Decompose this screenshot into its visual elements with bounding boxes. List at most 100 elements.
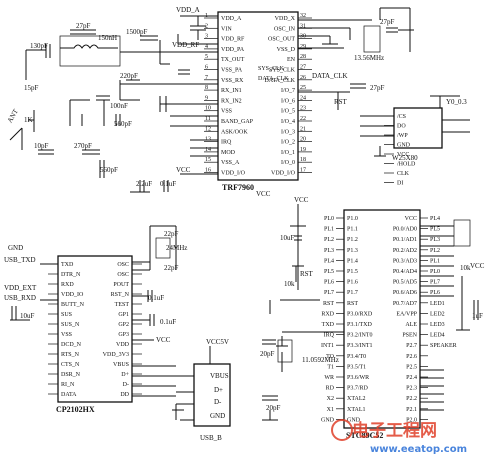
- u4-left-pin-3: P1.3: [347, 248, 358, 254]
- u4-left-pin-12: P3.3/INT1: [347, 343, 373, 349]
- u4-net-R-4: PL1: [430, 258, 440, 264]
- u4-left-pin-11: P3.2/INT0: [347, 333, 373, 339]
- cap-15pf: 15pF: [24, 84, 39, 92]
- stc89c52-right-pins: VCCP0.0/AD0P0.1/AD1P0.2/AD2P0.3/AD3P0.4/…: [393, 216, 457, 423]
- u1-right-pinnum-13: 19: [300, 147, 306, 153]
- u2-right-pin-10: VBUS: [113, 362, 129, 368]
- u4-left-pin-13: P3.4/T0: [347, 354, 366, 360]
- chip-stc89c52: P1.0P1.1P1.2P1.3P1.4P1.5P1.6P1.7RSTP3.0/…: [321, 209, 457, 440]
- sys-clk-label: SYS_CLK: [258, 66, 285, 72]
- u4-left-pin-5: P1.5: [347, 269, 358, 275]
- u1-left-pin-1: VIN: [221, 26, 232, 32]
- u1-left-pinnum-5: 6: [205, 65, 208, 71]
- net-ant: ANT: [6, 107, 20, 124]
- u1-left-pin-13: MOD: [221, 150, 236, 156]
- u4-net-R-5: PL0: [430, 269, 440, 275]
- u1-right-pin-9: I/O_5: [281, 109, 295, 115]
- u2-right-pin-1: OSC: [117, 272, 129, 278]
- net-vdd-a: VDD_A: [176, 6, 200, 14]
- cap-220pf: 220pF: [120, 72, 138, 80]
- u4-right-pin-0: VCC: [405, 216, 417, 222]
- stc89c52-left-pins: P1.0P1.1P1.2P1.3P1.4P1.5P1.6P1.7RSTP3.0/…: [321, 216, 373, 423]
- u4-left-pin-2: P1.2: [347, 237, 358, 243]
- u1-left-pinnum-15: 16: [205, 168, 211, 174]
- u4-right-pin-18: P2.1: [406, 407, 417, 413]
- u4-right-pin-13: P2.6: [406, 354, 417, 360]
- cap-1uf: 1uF: [472, 312, 483, 320]
- chip-label-w25x80: W25X80: [392, 154, 418, 162]
- u4-net-R-9: LED2: [430, 311, 445, 317]
- u1-left-pinnum-9: 10: [205, 106, 211, 112]
- u4-right-pin-3: P0.2/AD2: [393, 248, 417, 254]
- u1-right-pin-6: DATA_CLK: [264, 78, 295, 84]
- u4-net-L-15: WR: [324, 375, 334, 381]
- u4-right-pin-8: P0.7/AD7: [393, 301, 417, 307]
- net-data-clk: DATA_CLK: [312, 72, 348, 80]
- u2-left-pin-3: VDD_IO: [61, 292, 84, 298]
- u1-right-pinnum-11: 21: [300, 126, 306, 132]
- u1-right-pinnum-2: 30: [300, 34, 306, 40]
- chip-label-stc89c52: STC89C52: [346, 431, 383, 440]
- u1-left-pin-14: VSS_A: [221, 160, 240, 166]
- u2-right-pin-9: VDD_3V3: [103, 352, 129, 358]
- rf-frontend-wiring: VDD_A VDD_RF 1500pF 150nH 27pF 130pF 15p…: [6, 6, 218, 193]
- u3-pins-pin-3: GND: [397, 143, 411, 149]
- usb-dplus-pin: D+: [214, 386, 223, 394]
- data-clk-label: DATA_CLK: [258, 76, 289, 82]
- u4-net-R-7: PL6: [430, 290, 440, 296]
- u1-left-pinnum-10: 11: [205, 116, 211, 122]
- u1-left-pinnum-11: 12: [205, 126, 211, 132]
- u4-right-pin-5: P0.4/AD4: [393, 269, 417, 275]
- net-vdd-ext: VDD_EXT: [4, 284, 37, 292]
- cap-20pf-a: 20pF: [260, 350, 275, 358]
- u1-right-pin-13: I/O_1: [281, 150, 295, 156]
- cap-27pf-top: 27pF: [380, 18, 395, 26]
- u4-net-L-17: X2: [327, 396, 334, 402]
- net-rst-trf: RST: [334, 98, 348, 106]
- u4-net-L-6: PL6: [324, 280, 334, 286]
- u1-right-pin-11: I/O_3: [281, 129, 295, 135]
- u4-net-L-16: RD: [326, 386, 335, 392]
- u4-net-L-7: PL7: [324, 290, 334, 296]
- u4-right-pin-16: P2.3: [406, 386, 417, 392]
- u3-pins-pin-1: DO: [397, 124, 406, 130]
- cap-22pf-bottom: 22pF: [164, 264, 179, 272]
- u1-right-pin-7: I/O_7: [281, 88, 295, 94]
- u4-left-pin-14: P3.5/T1: [347, 364, 366, 370]
- u2-right-pin-2: POUT: [113, 282, 129, 288]
- u1-left-pin-6: VSS_RX: [221, 78, 244, 84]
- u3-pins-pin-5: /HOLD: [397, 162, 416, 168]
- u4-left-pin-7: P1.7: [347, 290, 358, 296]
- u4-net-L-3: PL3: [324, 248, 334, 254]
- u1-left-pin-8: RX_IN2: [221, 98, 242, 104]
- net-vcc-trf: VCC: [176, 166, 191, 174]
- cap-27pf-bottom: 27pF: [370, 84, 385, 92]
- cp2102-right-pins: OSCOSCPOUTRST_NTESTGP1GP2GP3VDDVDD_3V3VB…: [103, 262, 142, 398]
- cap-560pf-b: 560pF: [100, 166, 118, 174]
- u4-right-pin-9: EA/VPP: [396, 311, 417, 317]
- u2-left-pin-1: DTR_N: [61, 272, 81, 278]
- u4-left-pin-18: XTAL1: [347, 407, 366, 413]
- u4-net-L-9: RXD: [321, 311, 334, 317]
- u4-net-R-12: SPEAKER: [430, 343, 457, 349]
- u4-net-R-1: PL5: [430, 227, 440, 233]
- cap-0-1uf-u2: 0.1uF: [148, 294, 164, 302]
- u3-pins-pin-7: DI: [397, 181, 403, 187]
- u4-left-pin-9: P3.0/RXD: [347, 311, 373, 317]
- u2-left-pin-0: TXD: [61, 262, 74, 268]
- net-gnd-left: GND: [8, 244, 23, 252]
- cap-20pf-b: 20pF: [266, 404, 281, 412]
- net-usb-rxd: USB_RXD: [4, 294, 36, 302]
- u1-right-pin-3: VSS_D: [277, 47, 296, 53]
- u1-left-pinnum-13: 14: [205, 147, 211, 153]
- u4-left-pin-10: P3.1/TXD: [347, 322, 373, 328]
- cap-1500pf: 1500pF: [126, 28, 148, 36]
- cap-10uf-b: 10uF: [280, 234, 295, 242]
- u4-net-L-11: IRQ: [324, 333, 335, 339]
- xtal-11-0592-label: 11.0592MHz: [302, 356, 339, 364]
- u2-left-pin-4: BUTT_N: [61, 302, 85, 308]
- watermark-cn: 电子工程网: [352, 420, 437, 441]
- watermark-url: www.eeatop.com: [370, 444, 467, 455]
- u1-right-pin-8: I/O_6: [281, 98, 295, 104]
